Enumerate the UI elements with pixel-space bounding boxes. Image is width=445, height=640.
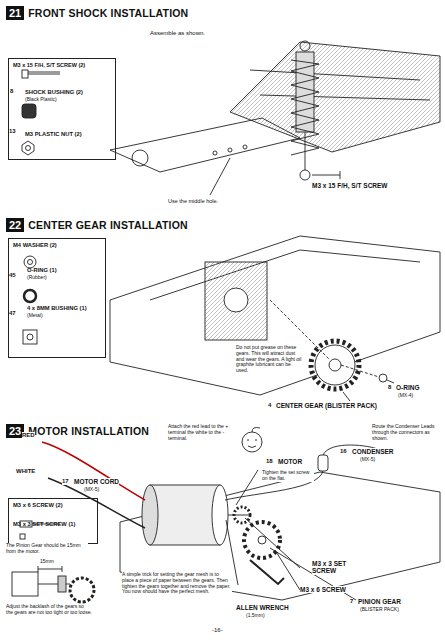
callout-number: 4: [268, 402, 271, 409]
part-name: (Metal): [27, 313, 43, 319]
annotation: MOTOR CORD: [74, 478, 119, 485]
callout-number: 16: [340, 448, 347, 455]
callout-number: 8: [10, 88, 13, 95]
parts-box: M3 x 15 F/H, S/T SCREW (2) SHOCK BUSHING …: [8, 58, 116, 160]
annotation: Do not put grease on these gears. This w…: [236, 345, 304, 374]
annotation: CONDENSER: [352, 448, 394, 455]
annotation: O-RING: [396, 384, 419, 391]
parts-box: M3 x 6 SCREW (2) M3 x 3 SET SCREW (1): [8, 498, 98, 544]
part-name: M4 WASHER (2): [13, 242, 57, 248]
callout-number: 7: [350, 598, 353, 605]
step-title: CENTER GEAR INSTALLATION: [28, 219, 188, 231]
callout-number: 47: [9, 310, 16, 317]
annotation: ALLEN WRENCH: [236, 604, 289, 611]
part-name: SHOCK BUSHING (2): [25, 89, 83, 95]
annotation: CENTER GEAR (BLISTER PACK): [276, 402, 377, 409]
part-name: M3 x 15 F/H, S/T SCREW (2): [13, 62, 85, 68]
annotation: Attach the red lead to the + terminal th…: [168, 424, 236, 441]
motor-art: [12, 428, 440, 603]
part-name: 4 x 8MM BUSHING (1): [27, 305, 87, 311]
annotation: PINION GEAR: [358, 598, 401, 605]
annotation: Tighten the set screw on the flat.: [262, 470, 314, 482]
part-name: O-RING (1): [27, 267, 57, 273]
step-number: 22: [6, 218, 24, 232]
callout-number: 45: [9, 272, 16, 279]
callout-number: 8: [388, 384, 391, 391]
annotation: (MX-4): [398, 393, 413, 399]
center-gear-art: [23, 236, 440, 401]
annotation: M3 x 15 F/H, S/T SCREW: [312, 182, 388, 189]
annotation: (1.5mm): [246, 613, 265, 619]
annotation: Use the middle hole.: [168, 198, 218, 204]
part-name: M3 x 6 SCREW (2): [13, 502, 63, 508]
annotation: Adjust the backlash of the gears so the …: [6, 604, 92, 616]
part-name: M3 x 3 SET SCREW (1): [13, 521, 76, 527]
annotation: (MX-5): [84, 487, 99, 493]
annotation: M3 x 6 SCREW: [300, 586, 346, 593]
parts-box: M4 WASHER (2) O-RING (1) (Rubber) 4 x 8MM B…: [8, 238, 106, 358]
callout-number: 18: [266, 458, 273, 465]
section-heading: 21 FRONT SHOCK INSTALLATION: [6, 6, 188, 20]
annotation: The Pinion Gear should be 15mm from the …: [6, 543, 88, 555]
annotation: MOTOR: [278, 458, 302, 465]
annotation: A simple trick for setting the gear mesh…: [122, 572, 232, 595]
part-name: M3 PLASTIC NUT (2): [25, 131, 82, 137]
annotation: (MX-5): [360, 457, 375, 463]
annotation: -16-: [212, 627, 223, 634]
callout-number: 17: [62, 478, 69, 485]
annotation: Assemble as shown.: [150, 30, 205, 37]
annotation: 15mm: [40, 559, 54, 565]
part-name: (Black Plastic): [25, 97, 57, 103]
step-number: 21: [6, 6, 24, 20]
step-title: MOTOR INSTALLATION: [28, 425, 149, 437]
annotation: M3 x 3 SET SCREW: [312, 560, 357, 575]
annotation: WHITE: [16, 468, 35, 475]
annotation: (BLISTER PACK): [360, 607, 399, 613]
annotation: RED: [22, 432, 35, 439]
callout-number: 13: [9, 128, 16, 135]
section-heading: 22 CENTER GEAR INSTALLATION: [6, 218, 188, 232]
part-name: (Rubber): [27, 275, 47, 281]
annotation: Route the Condenser Leads through the co…: [372, 424, 442, 441]
step-title: FRONT SHOCK INSTALLATION: [28, 7, 188, 19]
